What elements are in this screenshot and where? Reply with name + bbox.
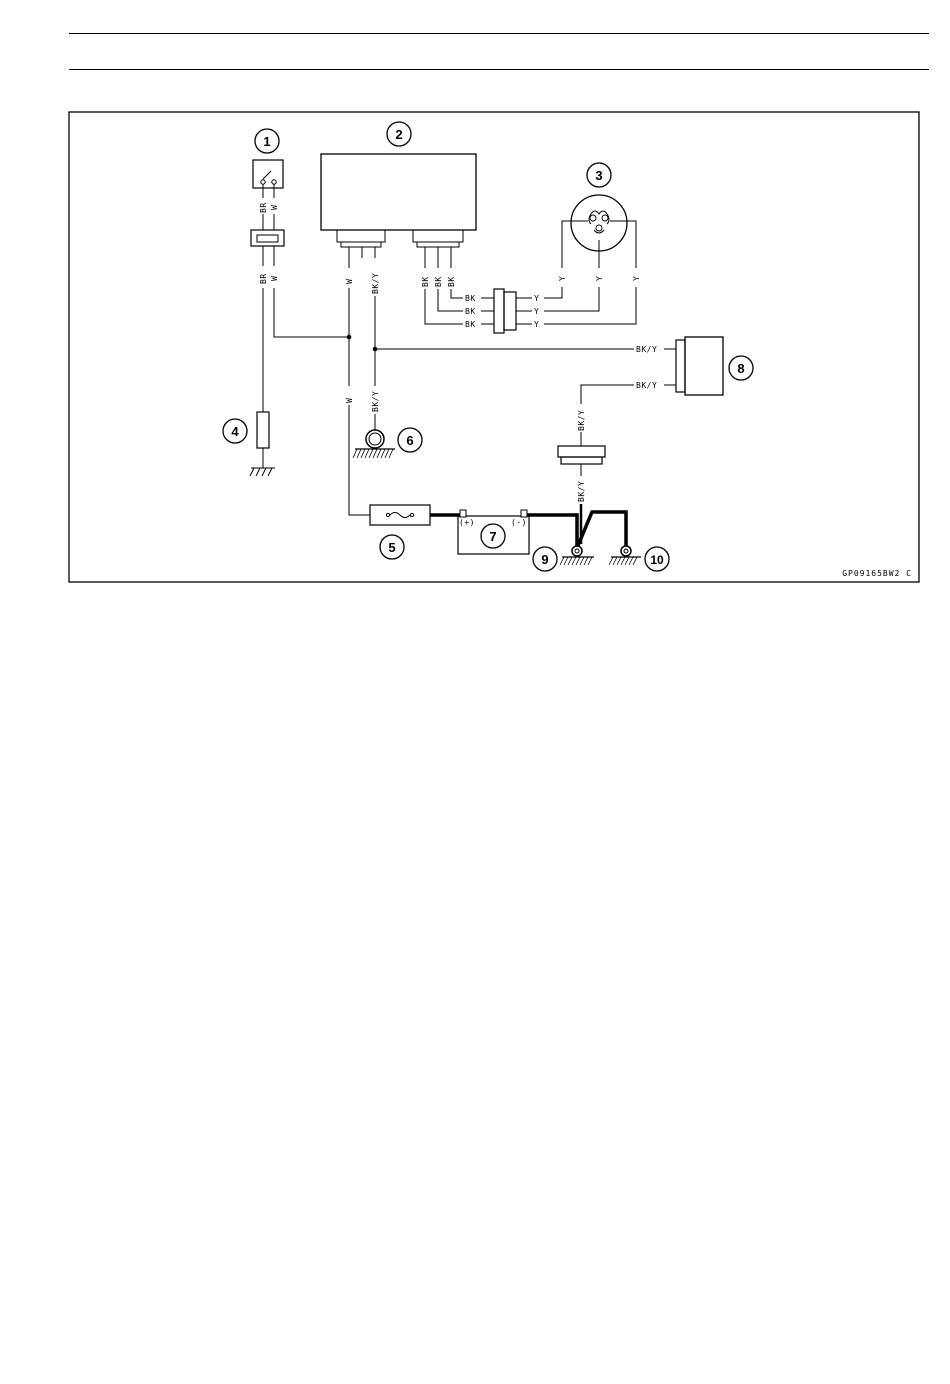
figure-code: GP09165BW2 C [842, 569, 912, 578]
ground-terminal-9 [560, 546, 594, 565]
svg-text:10: 10 [650, 553, 664, 567]
wire-label-bk-4: BK [465, 294, 476, 303]
wire-label-bk-5: BK [465, 307, 476, 316]
module-component-8 [676, 337, 723, 395]
switch-connector [251, 230, 284, 246]
wire-label-y-5: Y [595, 276, 604, 281]
callout-4: 4 [223, 419, 247, 443]
svg-text:2: 2 [395, 127, 402, 142]
svg-text:6: 6 [406, 433, 413, 448]
wire-label-bk-6: BK [465, 320, 476, 329]
callout-10: 10 [645, 547, 669, 571]
svg-text:1: 1 [263, 134, 270, 149]
svg-text:8: 8 [737, 361, 744, 376]
ground-terminal-10 [609, 546, 641, 565]
wire-label-y-3: Y [534, 320, 539, 329]
wire-label-w-4: W [345, 398, 354, 403]
callout-7: 7 [481, 524, 505, 548]
callout-1: 1 [255, 129, 279, 153]
ground-connector [558, 446, 605, 464]
wire-label-bky-6: BK/Y [577, 481, 586, 502]
callout-8: 8 [729, 356, 753, 380]
wire-label-bky-3: BK/Y [636, 345, 657, 354]
wire-label-bky-1: BK/Y [371, 273, 380, 294]
callout-6: 6 [398, 428, 422, 452]
wire-label-bk-1: BK [421, 276, 430, 287]
alternator-component [562, 195, 636, 268]
callout-9: 9 [533, 547, 557, 571]
wire-label-w-2: W [270, 276, 279, 281]
wire-label-y-1: Y [534, 294, 539, 303]
callout-5: 5 [380, 535, 404, 559]
wire-label-bky-5: BK/Y [577, 410, 586, 431]
wire-label-w-3: W [345, 279, 354, 284]
wire-label-br-2: BR [259, 273, 268, 284]
wire-label-bky-4: BK/Y [636, 381, 657, 390]
callout-3: 3 [587, 163, 611, 187]
battery-positive-label: (+) [459, 518, 475, 527]
wire-label-br-1: BR [259, 202, 268, 213]
callout-2: 2 [387, 122, 411, 146]
switch-component [253, 160, 283, 192]
wiring-diagram: BR W BR W W BK/Y W BK/Y [0, 0, 950, 600]
fuse-component [370, 505, 430, 525]
svg-text:4: 4 [231, 424, 239, 439]
svg-text:5: 5 [388, 540, 395, 555]
stator-connector [494, 289, 516, 333]
svg-text:7: 7 [489, 529, 496, 544]
resistor-component [250, 412, 275, 476]
wire-label-bk-2: BK [434, 276, 443, 287]
wire-label-bky-2: BK/Y [371, 391, 380, 412]
ground-terminal-6 [353, 430, 395, 458]
wire-label-y-4: Y [558, 276, 567, 281]
svg-text:3: 3 [595, 168, 602, 183]
battery-negative-label: (-) [511, 518, 527, 527]
wire-label-y-6: Y [632, 276, 641, 281]
wire-label-w-1: W [270, 205, 279, 210]
diagram-frame [69, 112, 919, 582]
svg-text:9: 9 [541, 552, 548, 567]
control-unit [321, 154, 476, 247]
wire-label-bk-3: BK [447, 276, 456, 287]
wire-label-y-2: Y [534, 307, 539, 316]
